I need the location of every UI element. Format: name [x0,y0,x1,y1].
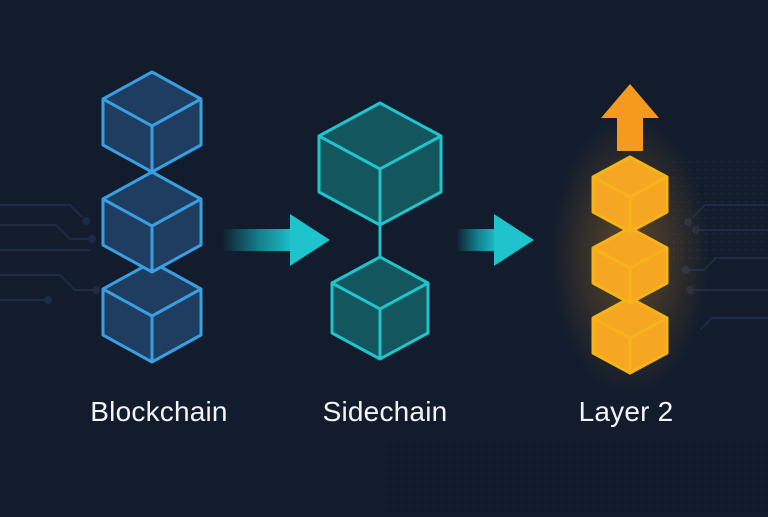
cube-icon [101,260,203,364]
cube-icon [101,170,203,274]
arrow-right-icon [222,214,330,266]
arrow-right-icon [456,214,534,266]
sidechain-cube-pair [317,101,443,361]
cube-icon [330,255,430,361]
layer2-cube-stack [591,155,669,375]
circuit-traces-left [0,204,100,304]
cube-icon [591,226,669,305]
dot-grid-decoration-bottom [380,440,768,512]
layer2-label: Layer 2 [578,396,674,427]
arrow-up-icon [601,84,659,151]
cube-icon [101,70,203,174]
sidechain-label: Sidechain [322,396,448,427]
cube-icon [591,155,669,234]
blockchain-cube-stack [101,70,203,364]
cube-icon [317,101,443,227]
cube-icon [591,296,669,375]
blockchain-label: Blockchain [90,396,228,427]
